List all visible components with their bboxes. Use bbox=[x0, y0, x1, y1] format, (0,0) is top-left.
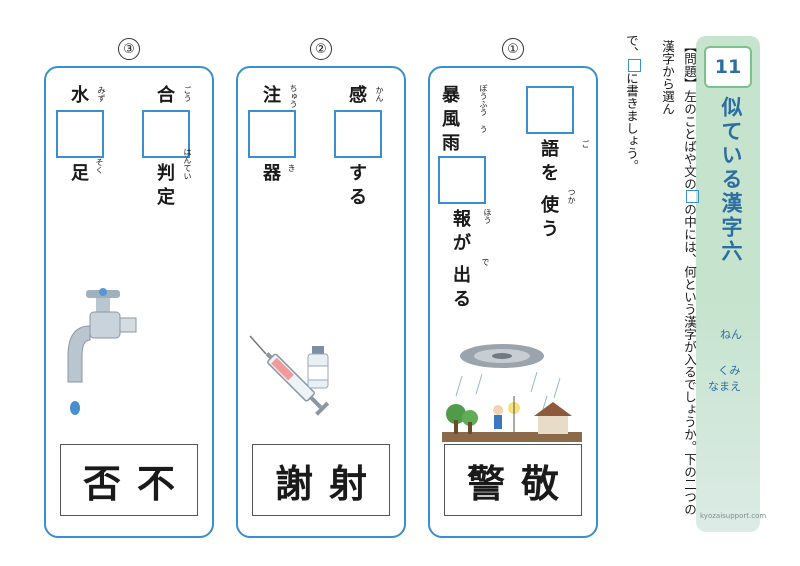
panel-number-2: ② bbox=[310, 38, 332, 60]
instr-text-c: で、 bbox=[624, 34, 639, 59]
kumi-label: くみ bbox=[718, 364, 741, 377]
answer-box[interactable] bbox=[526, 86, 574, 134]
choice-box-1: 警 敬 bbox=[444, 444, 582, 516]
panel-number-1: ① bbox=[502, 38, 524, 60]
q1-col-left: 暴 風 雨 bbox=[442, 85, 460, 154]
worksheet-number: 11 bbox=[704, 46, 752, 88]
choice-kanji[interactable]: 射 bbox=[328, 460, 367, 506]
question-panel-3: 合 判 定 ごう はんてい 水 足 みず そく 否 不 bbox=[44, 66, 214, 538]
q1-col-right: 語 を 使 う bbox=[526, 84, 574, 242]
instructions-line-1: 【問題】左のことばや文のの中には、何という漢字が入るでしょうか。下の二つの漢字か… bbox=[656, 40, 700, 520]
inline-box-icon bbox=[628, 59, 641, 72]
choice-box-2: 謝 射 bbox=[252, 444, 390, 516]
choice-kanji[interactable]: 否 bbox=[82, 460, 121, 506]
question-panel-2: 感 す る かん 注 器 ちゅう き 謝 射 bbox=[236, 66, 406, 538]
q3-col-right: 合 判 定 bbox=[142, 84, 190, 210]
title-band: 11 似ている漢字六 ねん くみ なまえ kyozaisupport.com bbox=[696, 36, 766, 532]
choice-kanji[interactable]: 警 bbox=[466, 460, 505, 506]
panel-number-3: ③ bbox=[118, 38, 140, 60]
q1-col-left-b: 報 が 出 る bbox=[438, 154, 486, 312]
instructions-line-2: で、に書きましょう。 bbox=[620, 34, 642, 172]
answer-box[interactable] bbox=[56, 110, 104, 158]
instr-text-d: に書きましょう。 bbox=[624, 72, 639, 172]
choice-kanji[interactable]: 敬 bbox=[520, 460, 559, 506]
site-credit: kyozaisupport.com bbox=[700, 512, 767, 520]
q2-col-right: 感 す る bbox=[334, 84, 382, 210]
syringe-illustration-icon bbox=[249, 335, 330, 416]
answer-box[interactable] bbox=[142, 110, 190, 158]
inline-box-icon bbox=[686, 190, 699, 203]
q3-col-left: 水 足 bbox=[56, 84, 104, 186]
question-panel-1: 語 を 使 う ご つか 暴 風 雨 ぼうふう う 報 が 出 る ほう で bbox=[428, 66, 598, 538]
worksheet-title: 似ている漢字六 bbox=[719, 96, 743, 264]
q2-col-left: 注 器 bbox=[248, 84, 296, 186]
problem-label: 【問題】 bbox=[682, 40, 697, 90]
answer-box[interactable] bbox=[438, 156, 486, 204]
choice-kanji[interactable]: 不 bbox=[136, 460, 175, 506]
answer-box[interactable] bbox=[334, 110, 382, 158]
namae-label: なまえ bbox=[708, 380, 741, 393]
faucet-illustration-icon bbox=[67, 288, 137, 415]
choice-box-3: 否 不 bbox=[60, 444, 198, 516]
choice-kanji[interactable]: 謝 bbox=[274, 460, 313, 506]
nen-label: ねん bbox=[720, 328, 742, 341]
instr-text-a: 左のことばや文の bbox=[682, 90, 697, 190]
instr-text-b: の中には、何という漢字が入るでしょうか。下の二つの漢字から選ん bbox=[660, 40, 697, 516]
typhoon-illustration-icon bbox=[442, 344, 582, 442]
vial-icon bbox=[307, 346, 329, 389]
answer-box[interactable] bbox=[248, 110, 296, 158]
